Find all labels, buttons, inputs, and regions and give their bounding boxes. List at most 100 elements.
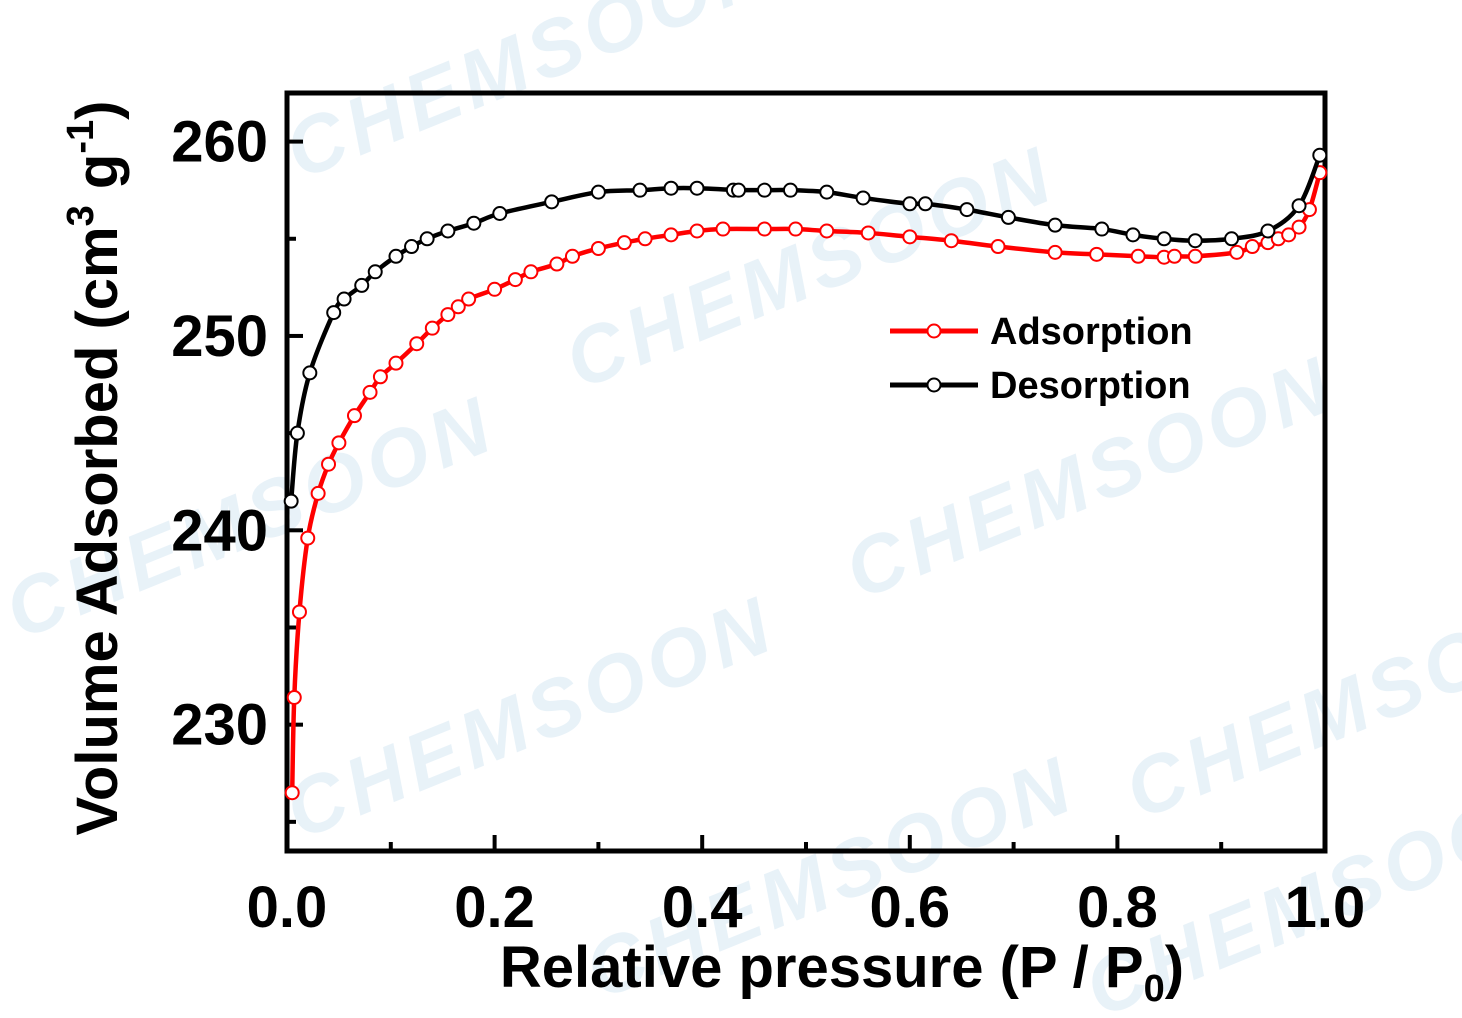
legend-adsorption-marker: [926, 323, 942, 339]
adsorption-point: [564, 248, 580, 264]
adsorption-point: [388, 355, 404, 371]
adsorption-point: [523, 264, 539, 280]
desorption-point: [902, 196, 918, 212]
x-tick-label: 0.8: [1077, 875, 1158, 940]
adsorption-point: [291, 604, 307, 620]
desorption-point: [1047, 217, 1063, 233]
x-axis-title-subscript: 0: [1144, 968, 1165, 1010]
y-tick-label: 250: [171, 304, 268, 369]
adsorption-point: [637, 231, 653, 247]
y-tick-label: 240: [171, 498, 268, 563]
legend: Adsorption Desorption: [890, 311, 1193, 407]
adsorption-point: [860, 225, 876, 241]
adsorption-point: [440, 307, 456, 323]
adsorption-point: [1281, 227, 1297, 243]
desorption-point: [1224, 231, 1240, 247]
desorption-point: [1260, 223, 1276, 239]
y-axis-title-mid: g: [65, 154, 130, 206]
adsorption-point: [788, 221, 804, 237]
desorption-point: [819, 184, 835, 200]
y-tick-labels: 230 240 250 260: [171, 110, 268, 758]
adsorption-point: [663, 227, 679, 243]
desorption-point: [1187, 233, 1203, 249]
adsorption-point: [1244, 239, 1260, 255]
desorption-point: [855, 190, 871, 206]
desorption-point: [1156, 231, 1172, 247]
adsorption-point: [346, 408, 362, 424]
adsorption-point: [1089, 246, 1105, 262]
watermark-text: CHEMSOON: [273, 579, 788, 856]
adsorption-point: [990, 239, 1006, 255]
adsorption-point: [331, 435, 347, 451]
adsorption-point: [689, 223, 705, 239]
desorption-point: [326, 305, 342, 321]
desorption-point: [1094, 221, 1110, 237]
desorption-point: [1291, 198, 1307, 214]
adsorption-point: [362, 384, 378, 400]
adsorption-point: [1229, 244, 1245, 260]
x-tick-label: 0.2: [454, 875, 535, 940]
y-tick-label: 260: [171, 110, 268, 175]
desorption-point: [590, 184, 606, 200]
x-tick-label: 0.0: [247, 875, 328, 940]
watermark-text: CHEMSOON: [1113, 559, 1462, 836]
adsorption-point: [300, 530, 316, 546]
series-layer: [283, 147, 1328, 801]
y-axis-title-end: ): [65, 101, 130, 120]
desorption-point: [492, 206, 508, 222]
desorption-point: [917, 196, 933, 212]
adsorption-point: [372, 369, 388, 385]
desorption-point: [336, 291, 352, 307]
adsorption-point: [424, 320, 440, 336]
desorption-point: [1125, 227, 1141, 243]
desorption-point: [731, 182, 747, 198]
adsorption-point: [1291, 219, 1307, 235]
legend-desorption-label: Desorption: [990, 365, 1191, 407]
adsorption-point: [590, 240, 606, 256]
adsorption-point: [1187, 248, 1203, 264]
x-axis-title-end: ): [1165, 935, 1184, 1000]
legend-desorption-marker: [926, 377, 942, 393]
adsorption-point: [902, 229, 918, 245]
adsorption-point: [286, 689, 302, 705]
adsorption-point: [409, 336, 425, 352]
desorption-point: [1312, 147, 1328, 163]
x-axis-title: Relative pressure (P / P0): [500, 935, 1184, 1010]
adsorption-point: [819, 223, 835, 239]
desorption-point: [689, 180, 705, 196]
adsorption-point: [1130, 248, 1146, 264]
desorption-point: [782, 182, 798, 198]
adsorption-point: [1047, 244, 1063, 260]
desorption-point: [466, 215, 482, 231]
desorption-point: [283, 493, 299, 509]
desorption-point: [404, 239, 420, 255]
desorption-point: [632, 182, 648, 198]
x-tick-label: 0.4: [662, 875, 743, 940]
desorption-point: [367, 264, 383, 280]
adsorption-point: [461, 291, 477, 307]
y-axis-title: Volume Adsorbed (cm3 g-1): [60, 101, 130, 836]
y-axis-title-sup2: -1: [60, 120, 102, 154]
desorption-point: [440, 223, 456, 239]
desorption-point: [419, 231, 435, 247]
adsorption-point: [284, 785, 300, 801]
y-axis-title-sup1: 3: [60, 205, 102, 226]
desorption-point: [388, 248, 404, 264]
adsorption-point: [1166, 248, 1182, 264]
adsorption-point: [715, 221, 731, 237]
adsorption-point: [943, 233, 959, 249]
y-tick-label: 230: [171, 693, 268, 758]
x-tick-label: 0.6: [869, 875, 950, 940]
adsorption-point: [310, 485, 326, 501]
desorption-point: [289, 425, 305, 441]
adsorption-point: [616, 235, 632, 251]
legend-adsorption-label: Adsorption: [990, 311, 1193, 353]
desorption-point: [663, 180, 679, 196]
desorption-point: [544, 194, 560, 210]
desorption-point: [756, 182, 772, 198]
adsorption-point: [487, 281, 503, 297]
adsorption-point: [507, 272, 523, 288]
desorption-point: [1000, 209, 1016, 225]
